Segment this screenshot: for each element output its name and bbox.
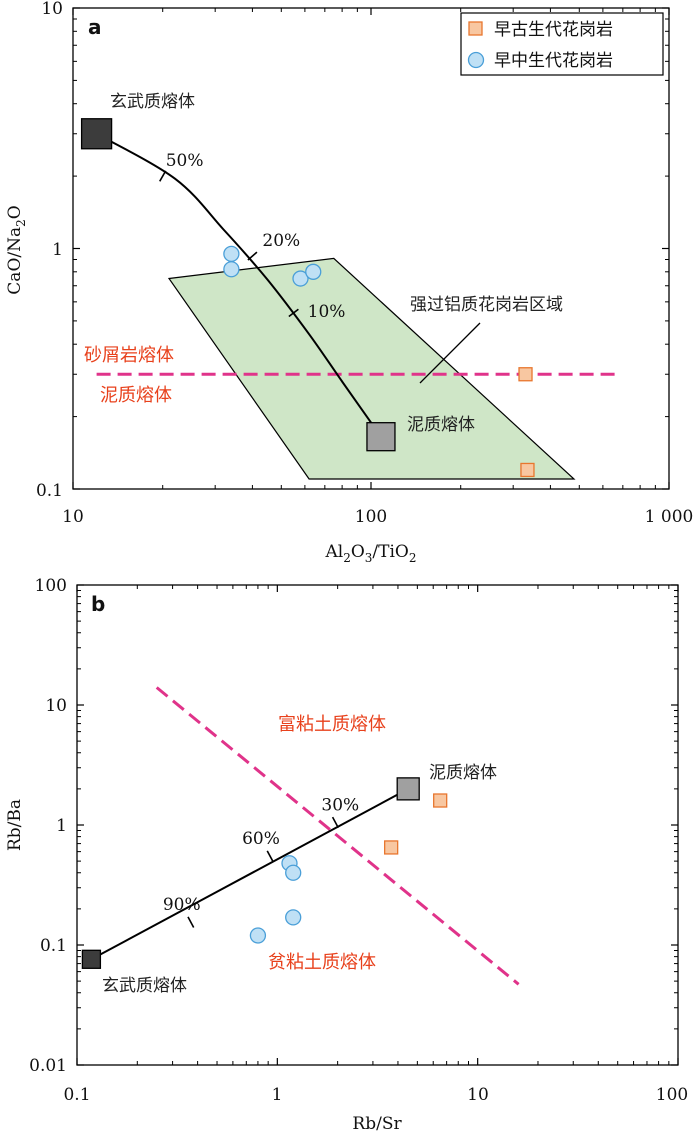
mixing-percent-label: 90% [163,895,201,915]
data-point-circle [285,864,302,881]
annotation-pelitic-melt: 泥质熔体 [100,385,172,406]
data-point-circle [223,261,240,278]
panel-b: 30% 60% 90% b 泥质熔体 玄武质熔体 富粘土质熔体 贫粘土质熔体 0.1… [5,576,688,1134]
mixing-tick [159,170,167,182]
mixing-tick [247,251,258,261]
x-tick-label: 0.1 [63,1085,90,1105]
x-tick-label: 100 [355,507,387,527]
y-tick-label: 0.1 [40,936,67,956]
mixing-percent-label: 30% [321,795,359,815]
mixing-percent-label: 20% [262,231,300,251]
mixing-percent-label: 60% [242,829,280,849]
mixing-percent-label: 50% [166,151,204,171]
mixing-tick [288,308,299,318]
annotation-psammite-melt: 砂屑岩熔体 [84,345,174,366]
endmember-label-pelitic: 泥质熔体 [429,763,497,783]
data-point-circle [292,270,309,287]
y-tick-label: 0.01 [29,1056,67,1076]
x-tick-label: 1 [272,1085,283,1105]
endmember-label-basaltic: 玄武质熔体 [102,976,187,996]
legend-box [460,12,664,76]
y-tick-label: 0.1 [36,481,63,501]
data-point-circle [285,909,302,926]
mixing-tick [331,816,339,829]
panel-label-a: a [88,15,102,39]
endmember-square [396,777,420,801]
endmember-square [81,949,102,969]
endmember-square [366,422,396,452]
mixing-curve [96,132,382,438]
panel-label-b: b [91,592,105,616]
field-label: 强过铝质花岗岩区域 [410,295,563,315]
data-point-circle [223,245,240,263]
data-point-circle [305,263,322,280]
x-tick-label: 1 000 [645,507,694,527]
x-tick-label: 10 [62,507,84,527]
legend-label-early-paleozoic: 早古生代花岗岩 [494,20,613,40]
y-tick-label: 1 [56,816,67,836]
legend-label-early-mesozoic: 早中生代花岗岩 [494,51,613,71]
data-point-circle [249,927,267,944]
annotation-clay-rich-melt: 富粘土质熔体 [278,714,386,735]
data-point-square [433,793,448,808]
panel-a: 50% 20% 10% a 早古生代花岗岩 早中生代花岗岩 玄武质熔体 泥质熔体 强… [5,0,693,565]
legend-circle-marker [467,51,485,69]
endmember-label-basaltic: 玄武质熔体 [110,92,195,112]
dashed-divider-line [155,686,520,986]
data-point-square [518,367,533,382]
endmember-square [80,118,113,150]
mixing-percent-label: 10% [308,302,346,322]
peraluminous-field [167,257,576,480]
data-point-square [520,462,535,478]
endmember-label-pelitic: 泥质熔体 [407,415,475,435]
y-tick-label: 10 [41,0,63,19]
field-label-leader [419,322,481,384]
y-axis-title-a: CaO/Na2O [5,205,28,294]
annotation-clay-poor-melt: 贫粘土质熔体 [268,952,376,973]
x-tick-label: 100 [656,1085,688,1105]
x-axis-title-b: Rb/Sr [352,1114,402,1134]
mixing-tick [266,850,274,862]
data-point-square [384,840,399,855]
x-tick-label: 10 [467,1085,489,1105]
x-axis-title-a: Al2O3/TiO2 [324,542,416,565]
mixing-line [90,788,409,961]
y-tick-label: 10 [45,696,67,716]
y-axis-title-b: Rb/Ba [5,799,25,851]
y-tick-label: 1 [52,240,63,260]
legend-square-marker [468,21,483,36]
y-tick-label: 100 [35,576,67,596]
mixing-tick [187,916,195,928]
